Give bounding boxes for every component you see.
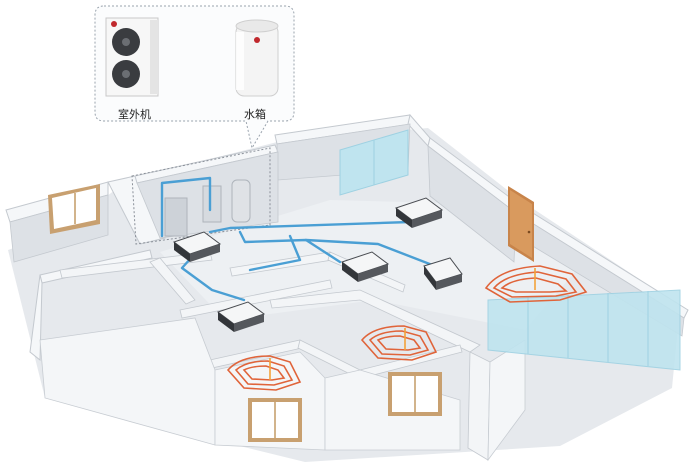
window-front-left — [248, 398, 302, 442]
water-tank-icon — [235, 19, 279, 97]
floor-heating-coil-icon — [484, 265, 588, 303]
indoor-fan-coil-icon — [172, 231, 222, 262]
glass-panels — [339, 129, 681, 371]
indoor-fan-coil-icon — [423, 257, 463, 290]
indoor-fan-coil-icon — [216, 301, 266, 332]
outdoor-unit-icon — [105, 17, 159, 97]
water-tank-label: 水箱 — [244, 108, 266, 121]
windows — [48, 184, 442, 442]
brand-logo-icon — [111, 21, 117, 27]
door — [508, 186, 534, 262]
indoor-units — [172, 197, 463, 332]
interior-walls — [59, 251, 491, 461]
equipment-callout — [94, 5, 295, 150]
floor-heating-coil-icon — [360, 325, 438, 361]
window-front-middle — [388, 372, 442, 416]
outdoor-unit-label: 室外机 — [118, 108, 151, 121]
indoor-fan-coil-icon — [340, 251, 390, 282]
floor-heating-coil-icon — [226, 355, 302, 391]
indoor-fan-coil-icon — [394, 197, 444, 228]
equipment-room — [131, 147, 271, 245]
window-back-left — [48, 184, 100, 234]
floor-heating-coils — [226, 265, 588, 391]
